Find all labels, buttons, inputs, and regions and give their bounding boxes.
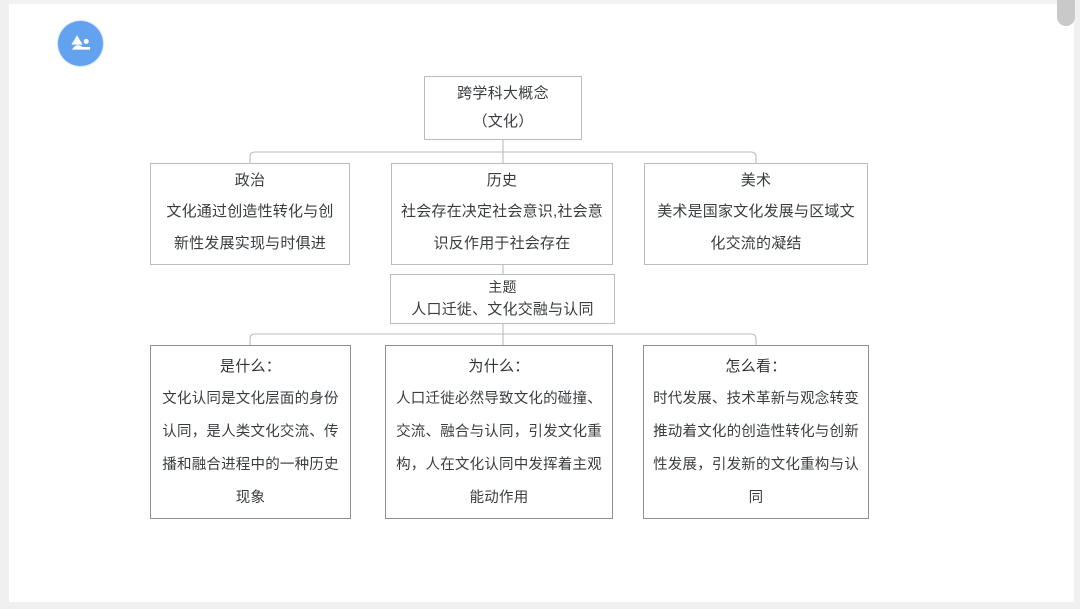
node-root-title: 跨学科大概念 bbox=[457, 84, 549, 102]
node-subject-history[interactable]: 历史 社会存在决定社会意识,社会意识反作用于社会存在 bbox=[391, 163, 613, 265]
node-question-how[interactable]: 怎么看： 时代发展、技术革新与观念转变推动着文化的创造性转化与创新性发展，引发新… bbox=[643, 345, 869, 519]
node-subject-art[interactable]: 美术 美术是国家文化发展与区域文化交流的凝结 bbox=[644, 163, 868, 265]
node-question-why-title: 为什么： bbox=[468, 357, 530, 375]
node-root[interactable]: 跨学科大概念 （文化） bbox=[424, 76, 582, 140]
node-question-what[interactable]: 是什么： 文化认同是文化层面的身份认同，是人类文化交流、传播和融合进程中的一种历… bbox=[150, 345, 351, 519]
node-subject-politics[interactable]: 政治 文化通过创造性转化与创新性发展实现与时俱进 bbox=[150, 163, 350, 265]
page-gutter-top bbox=[0, 0, 1080, 4]
node-theme-title: 主题 bbox=[488, 279, 517, 295]
node-question-how-title: 怎么看： bbox=[725, 357, 787, 375]
node-subject-history-title: 历史 bbox=[486, 172, 518, 189]
node-theme-body: 人口迁徙、文化交融与认同 bbox=[411, 301, 594, 318]
node-subject-art-body: 美术是国家文化发展与区域文化交流的凝结 bbox=[657, 203, 855, 252]
node-question-why[interactable]: 为什么： 人口迁徙必然导致文化的碰撞、交流、融合与认同，引发文化重构，人在文化认… bbox=[385, 345, 613, 519]
node-subject-art-title: 美术 bbox=[740, 172, 772, 189]
page-gutter-right bbox=[1074, 0, 1080, 609]
node-theme[interactable]: 主题 人口迁徙、文化交融与认同 bbox=[390, 274, 615, 324]
app-logo-icon[interactable] bbox=[58, 21, 103, 66]
node-question-how-body: 时代发展、技术革新与观念转变推动着文化的创造性转化与创新性发展，引发新的文化重构… bbox=[653, 390, 859, 506]
node-question-why-body: 人口迁徙必然导致文化的碰撞、交流、融合与认同，引发文化重构，人在文化认同中发挥着… bbox=[396, 390, 602, 506]
node-subject-politics-title: 政治 bbox=[234, 172, 266, 189]
node-root-body: （文化） bbox=[472, 112, 534, 130]
page-gutter-bottom bbox=[0, 602, 1080, 609]
page-gutter-left bbox=[0, 0, 9, 609]
node-question-what-body: 文化认同是文化层面的身份认同，是人类文化交流、传播和融合进程中的一种历史现象 bbox=[162, 390, 339, 506]
node-subject-history-body: 社会存在决定社会意识,社会意识反作用于社会存在 bbox=[401, 203, 603, 252]
vertical-scrollbar-thumb[interactable] bbox=[1057, 0, 1075, 26]
node-question-what-title: 是什么： bbox=[219, 357, 282, 375]
node-subject-politics-body: 文化通过创造性转化与创新性发展实现与时俱进 bbox=[166, 203, 334, 252]
